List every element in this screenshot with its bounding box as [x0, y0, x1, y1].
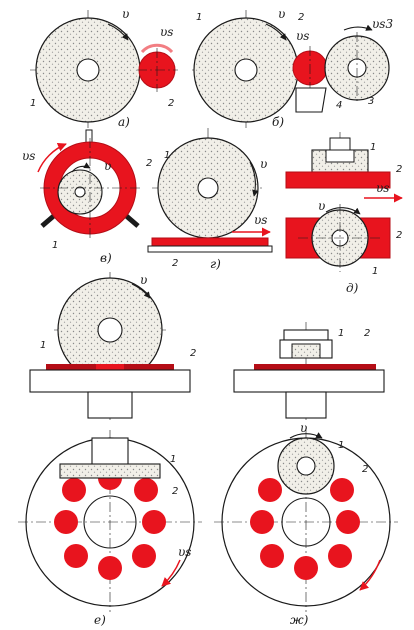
speed-label: υ: [104, 159, 111, 173]
caption-e: е): [94, 613, 106, 627]
speed-label: υ: [140, 273, 147, 287]
label-1: 1: [164, 150, 170, 161]
caption-zh: ж): [290, 613, 309, 627]
workpiece: [62, 478, 86, 502]
caption-v: в): [100, 251, 112, 265]
scheme-a: υ υs 1 2 а): [30, 7, 178, 130]
table: [147, 245, 273, 253]
workpiece: [250, 510, 274, 534]
feed-speed-label: υs: [296, 29, 309, 43]
label-2: 2: [396, 230, 402, 241]
spindle: [87, 391, 133, 419]
scheme-e-plan: υs 1 2 е): [18, 430, 202, 627]
cup-wheel: [283, 329, 329, 341]
label-3: 3: [368, 96, 374, 107]
caption-b: б): [272, 115, 284, 129]
scheme-zh-plan: υ 1 2 ж): [214, 421, 398, 627]
spindle: [285, 391, 327, 419]
label-1: 1: [338, 440, 344, 451]
label-1: 1: [40, 340, 46, 351]
scheme-e-side: υ 1 2: [29, 272, 196, 420]
regulating-speed-label: υs3: [372, 17, 393, 31]
cup-wheel: [59, 463, 161, 479]
label-2: 2: [364, 328, 370, 339]
feed-speed-label: υs: [376, 181, 389, 195]
workpiece: [134, 478, 158, 502]
label-1: 1: [196, 12, 202, 23]
workpiece: [98, 556, 122, 580]
label-2: 2: [362, 464, 368, 475]
label-2: 2: [298, 12, 304, 23]
workpiece: [330, 478, 354, 502]
label-1: 1: [338, 328, 344, 339]
label-1: 1: [370, 142, 376, 153]
label-2: 2: [172, 486, 178, 497]
label-2: 2: [168, 98, 174, 109]
rotary-table: [233, 369, 385, 393]
speed-label: υ: [278, 7, 285, 21]
caption-d: д): [346, 281, 359, 295]
speed-label: υ: [300, 421, 307, 435]
workpiece: [142, 510, 166, 534]
feed-speed-label: υs: [178, 545, 191, 559]
feed-speed-label: υs: [22, 149, 35, 163]
speed-label: υ: [318, 199, 325, 213]
workpiece: [258, 478, 282, 502]
feed-speed-label: υs: [254, 213, 267, 227]
scheme-v: υs υ 2 1 в): [22, 129, 152, 265]
label-2: 2: [146, 158, 152, 169]
workpiece: [260, 544, 284, 568]
workpiece-plate: [151, 237, 269, 247]
scheme-zh-side: 1 2: [233, 322, 385, 420]
scheme-g: υ υs 1 2 г): [147, 128, 273, 271]
workpiece: [54, 510, 78, 534]
workpiece: [336, 510, 360, 534]
label-1: 1: [30, 98, 36, 109]
label-1: 1: [170, 454, 176, 465]
workpiece-bar: [285, 171, 391, 189]
scheme-b: υ υs υs3 1 2 3 4 б): [192, 7, 393, 130]
speed-label: υ: [260, 157, 267, 171]
label-2: 2: [172, 258, 178, 269]
workpiece: [294, 556, 318, 580]
speed-label: υ: [122, 7, 129, 21]
caption-g: г): [210, 257, 221, 271]
feed-speed-label: υs: [160, 25, 173, 39]
work-rest-blade: [295, 87, 327, 113]
rotary-table: [29, 369, 191, 393]
label-4: 4: [336, 100, 342, 111]
wheel-holder: [91, 437, 129, 467]
workpiece: [64, 544, 88, 568]
label-2: 2: [396, 164, 402, 175]
workpiece: [132, 544, 156, 568]
workpiece: [328, 544, 352, 568]
label-2: 2: [190, 348, 196, 359]
label-1: 1: [52, 240, 58, 251]
workpieces-strip: [254, 364, 376, 370]
scheme-d: υs 1 2 υ 2 1 д): [285, 132, 403, 295]
label-1: 1: [372, 266, 378, 277]
caption-a: а): [118, 115, 130, 129]
